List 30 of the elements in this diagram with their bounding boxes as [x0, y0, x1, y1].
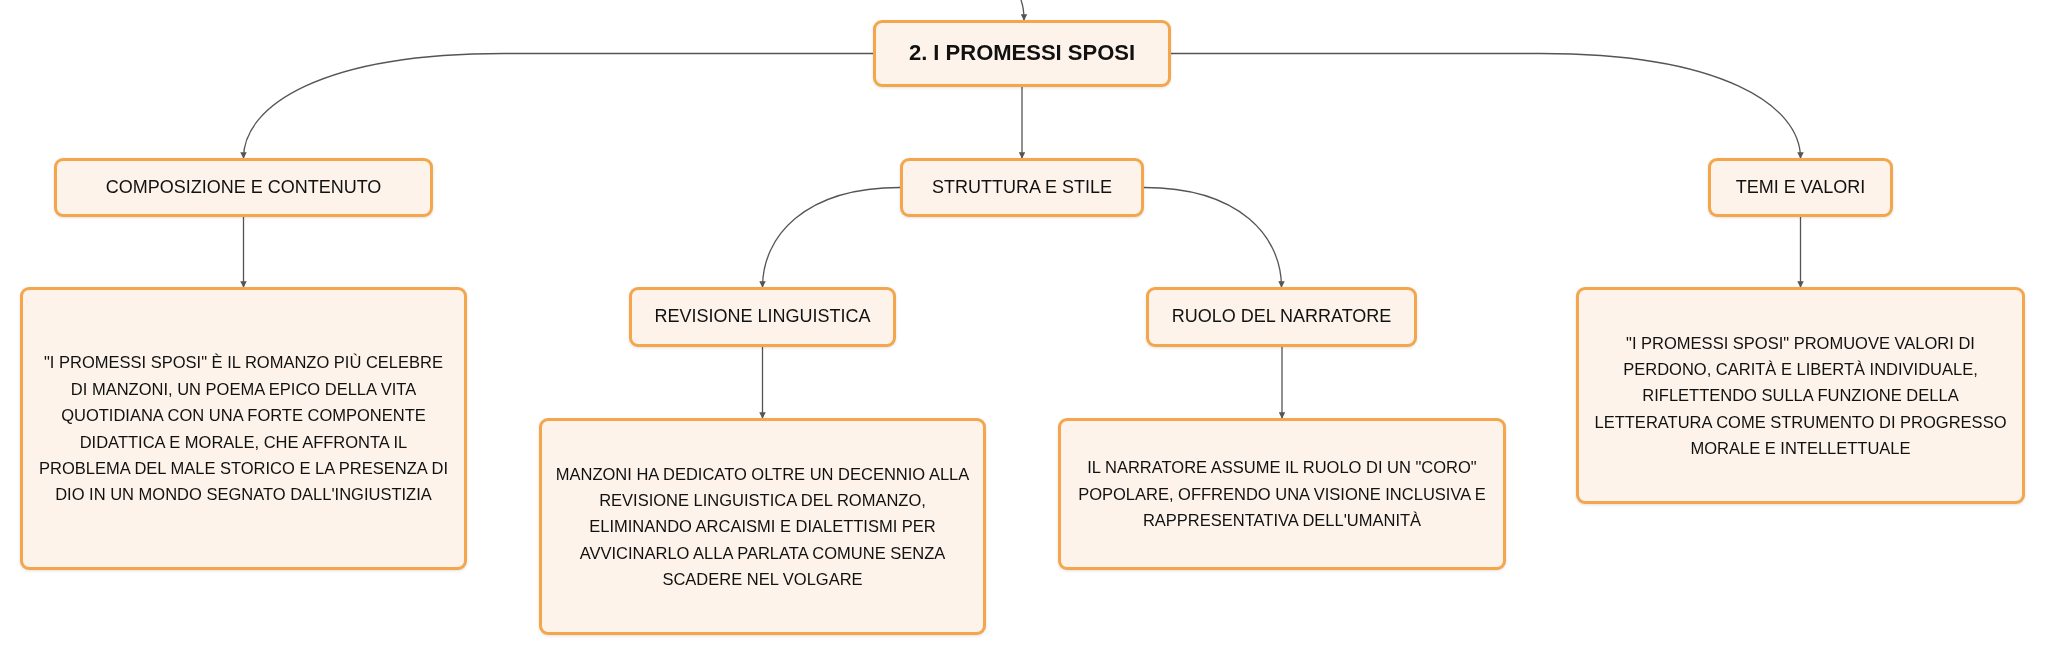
description-text: "I PROMESSI SPOSI" PROMUOVE VALORI DI PERDONO, CARITÀ E LIBERTÀ INDIVIDUALE, RIFLETTENDO SULLA FUNZIONE DELLA LETTERATURA COME STRUMENTO DI PROGRESSO MORALE E INTELLETTUALE — [1593, 332, 2008, 460]
connector-arrow — [1278, 346, 1286, 419]
subtopic-box — [900, 158, 1144, 217]
connector-arrow — [1797, 216, 1804, 288]
description-text: "I PROMESSI SPOSI" È IL ROMANZO PIÙ CELEBRE DI MANZONI, UN POEMA EPICO DELLA VITA QUOTIDIANA CON UNA FORTE COMPONENTE DIDATTICA E MORALE, CHE AFFRONTA IL PROBLEMA DEL MALE STORICO E LA PRESENZA DI DIO IN UN MONDO SEGNATO DALL'INGIUSTIZIA — [38, 352, 449, 506]
connector-arrow — [1018, 86, 1026, 159]
topic-label: STRUTTURA E STILE — [932, 176, 1112, 199]
connector-arrow — [240, 216, 247, 288]
note-box — [1576, 287, 2025, 504]
subtopic-box — [54, 158, 433, 217]
topic-label: TEMI E VALORI — [1735, 176, 1866, 199]
connector-arrow — [1020, 0, 1028, 21]
connector-arrow — [759, 346, 766, 419]
topic-label: RUOLO DEL NARRATORE — [1171, 306, 1392, 328]
topic-label: 2. I PROMESSI SPOSI — [908, 40, 1136, 67]
note-box — [1058, 418, 1506, 570]
topic-box — [873, 20, 1171, 87]
connector-arrow — [1170, 52, 1803, 159]
note-box — [539, 418, 986, 635]
subtopic-box — [1146, 287, 1417, 347]
subtopic-box — [1708, 158, 1893, 217]
subtopic-box — [629, 287, 896, 347]
note-box — [20, 287, 467, 570]
topic-label: COMPOSIZIONE E CONTENUTO — [105, 176, 382, 199]
topic-label: REVISIONE LINGUISTICA — [654, 306, 871, 328]
connector-arrow — [1143, 186, 1285, 288]
connector-arrow — [241, 52, 874, 159]
description-text: IL NARRATORE ASSUME IL RUOLO DI UN "CORO" POPOLARE, OFFRENDO UNA VISIONE INCLUSIVA E RAPPRESENTATIVA DELL'UMANITÀ — [1077, 457, 1487, 532]
connector-arrow — [759, 186, 901, 288]
description-text: MANZONI HA DEDICATO OLTRE UN DECENNIO ALLA REVISIONE LINGUISTICA DEL ROMANZO, ELIMINANDO ARCAISMI E DIALETTISMI PER AVVICINARLO ALLA PARLATA COMUNE SENZA SCADERE NEL VOLGARE — [554, 463, 971, 591]
